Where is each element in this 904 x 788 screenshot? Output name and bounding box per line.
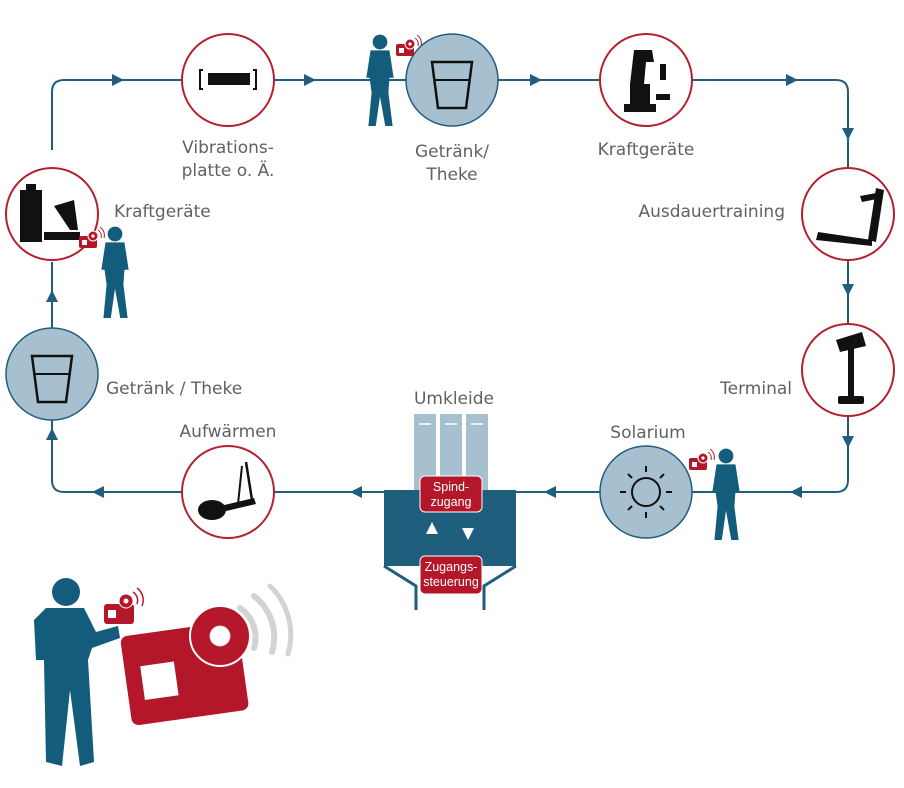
arrow-up xyxy=(46,428,58,440)
arrow-down xyxy=(842,436,854,448)
elliptical-trainer-icon xyxy=(198,461,256,520)
label-vibration-line1: Vibrations- xyxy=(182,138,274,158)
strength-machine-icon xyxy=(20,184,80,242)
drinking-glass-icon xyxy=(430,60,474,110)
label-access-control-line2: steuerung xyxy=(423,575,479,589)
arrow-left xyxy=(544,486,556,498)
label-access-control-line1: Zugangs- xyxy=(425,560,478,574)
arrow-down xyxy=(842,284,854,296)
label-drink-top-line2: Theke xyxy=(425,165,477,185)
station-strength-left: Kraftgeräte xyxy=(5,167,211,261)
label-locker-room: Umkleide xyxy=(414,389,494,409)
label-strength-top: Kraftgeräte xyxy=(598,140,695,160)
arrow-right xyxy=(304,74,316,86)
terminal-kiosk-icon xyxy=(836,332,866,404)
person-with-card-left xyxy=(78,226,129,318)
label-strength-left: Kraftgeräte xyxy=(114,202,211,222)
arrow-right xyxy=(786,74,798,86)
station-locker-room: Umkleide Spind- zugang Zugangs- steuerun… xyxy=(383,389,517,610)
person-with-card-solarium xyxy=(688,448,740,540)
locker-access-badge: Spind- zugang xyxy=(419,475,483,513)
arrow-right xyxy=(112,74,124,86)
strength-machine-icon xyxy=(624,50,670,112)
arrow-left xyxy=(350,486,362,498)
label-drink-left: Getränk / Theke xyxy=(106,379,242,399)
arrow-up xyxy=(46,290,58,302)
person-silhouette-large xyxy=(34,578,120,766)
person-with-card-large xyxy=(34,578,144,766)
rfid-member-card-large xyxy=(120,583,294,726)
entry-arrow-up xyxy=(426,522,438,534)
label-locker-access-line2: zugang xyxy=(430,495,471,509)
station-drink-counter-top: Getränk/ Theke xyxy=(405,33,499,185)
station-vibration-plate: Vibrations- platte o. Ä. xyxy=(181,33,275,181)
sun-icon xyxy=(620,466,672,518)
label-cardio: Ausdauertraining xyxy=(638,202,785,222)
vibration-plate-icon xyxy=(199,69,257,90)
wireless-signal-icon xyxy=(237,583,294,657)
station-cardio: Ausdauertraining xyxy=(638,167,895,261)
station-solarium: Solarium xyxy=(599,423,693,539)
locker-icon xyxy=(414,414,488,490)
label-vibration-line2: platte o. Ä. xyxy=(182,160,275,181)
drinking-glass-icon xyxy=(30,354,74,404)
label-drink-top-line1: Getränk/ xyxy=(415,142,489,162)
exit-arrow-down xyxy=(462,528,474,540)
label-locker-access-line1: Spind- xyxy=(433,480,469,494)
member-card-small xyxy=(104,587,144,624)
arrow-down xyxy=(842,128,854,140)
label-solarium: Solarium xyxy=(610,423,685,443)
treadmill-icon xyxy=(816,188,884,246)
station-drink-counter-left: Getränk / Theke xyxy=(5,327,242,421)
station-warmup: Aufwärmen xyxy=(180,422,277,539)
arrow-left xyxy=(92,486,104,498)
station-terminal: Terminal xyxy=(719,323,895,417)
label-warmup: Aufwärmen xyxy=(180,422,277,442)
station-strength-top: Kraftgeräte xyxy=(598,33,695,160)
arrow-left xyxy=(790,486,802,498)
access-control-badge: Zugangs- steuerung xyxy=(419,555,483,595)
flow-arrows xyxy=(46,74,854,498)
arrow-right xyxy=(530,74,542,86)
label-terminal: Terminal xyxy=(719,379,792,399)
